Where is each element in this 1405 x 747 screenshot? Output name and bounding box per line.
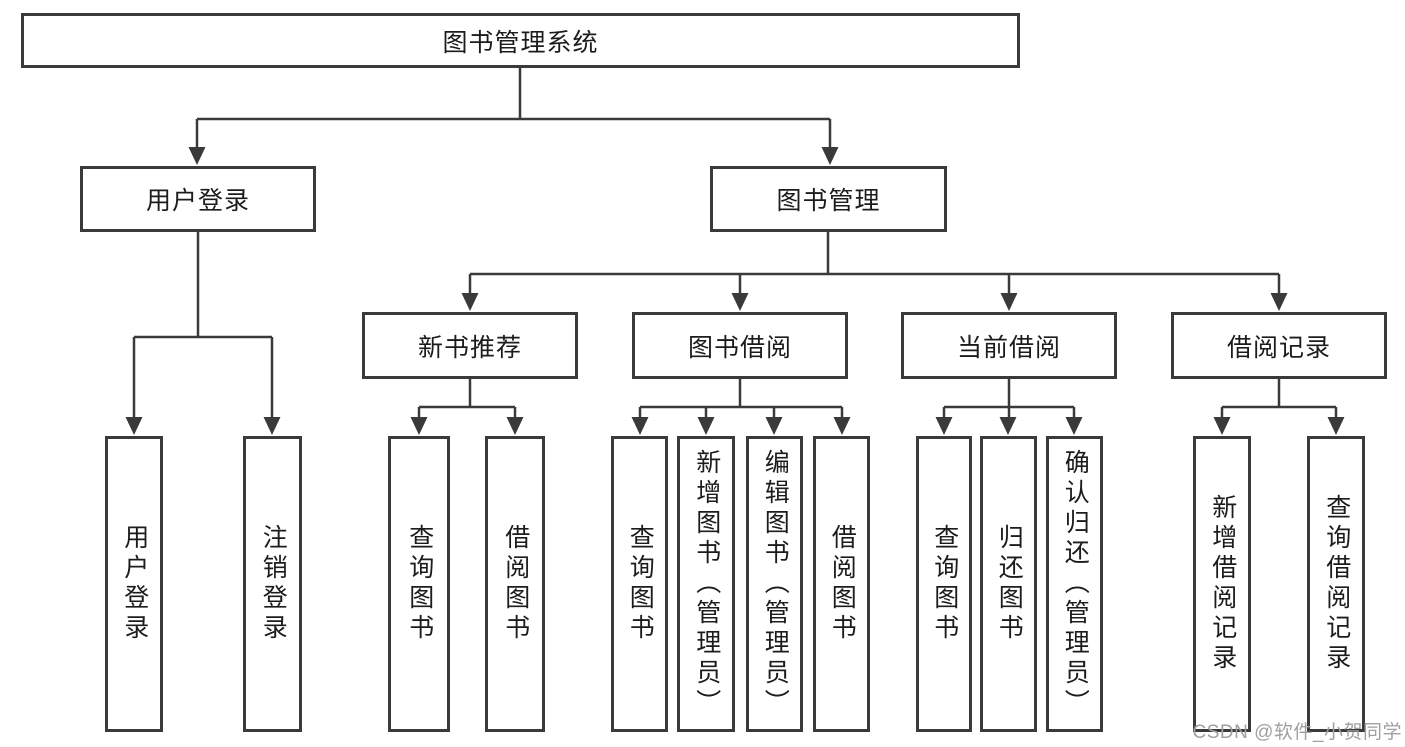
arrow-down-icon	[188, 147, 206, 165]
node-new-book-recommend: 新书推荐	[362, 312, 578, 379]
arrow-down-icon	[821, 147, 839, 165]
arrow-down-icon	[1000, 293, 1018, 311]
node-br-query-record: 查询借阅记录	[1307, 436, 1365, 732]
node-bb-borrow-books: 借阅图书	[813, 436, 870, 732]
node-nb-query-books: 查询图书	[388, 436, 450, 732]
node-br-add-record: 新增借阅记录	[1193, 436, 1251, 732]
node-user-login: 用户登录	[80, 166, 316, 232]
node-bb-query-books: 查询图书	[611, 436, 668, 732]
csdn-watermark: CSDN @软件_小贺同学	[1192, 722, 1402, 743]
arrow-down-icon	[125, 417, 143, 435]
arrow-down-icon	[506, 417, 524, 435]
node-current-borrow: 当前借阅	[901, 312, 1117, 379]
arrow-down-icon	[631, 417, 649, 435]
arrow-down-icon	[1065, 417, 1083, 435]
tree-connector-paths	[132, 68, 1338, 421]
arrow-down-icon	[1270, 293, 1288, 311]
arrow-down-icon	[461, 293, 479, 311]
arrow-down-icon	[263, 417, 281, 435]
arrow-down-icons	[125, 147, 1345, 435]
arrow-down-icon	[833, 417, 851, 435]
arrow-down-icon	[1327, 417, 1345, 435]
node-nb-borrow-books: 借阅图书	[485, 436, 545, 732]
arrow-down-icon	[765, 417, 783, 435]
node-borrow-records: 借阅记录	[1171, 312, 1387, 379]
node-leaf-user-login: 用户登录	[105, 436, 163, 732]
node-leaf-logout: 注销登录	[243, 436, 302, 732]
node-bb-edit-books-admin: 编辑图书（管理员）	[746, 436, 803, 732]
arrow-down-icon	[1213, 417, 1231, 435]
node-cb-return-books: 归还图书	[980, 436, 1037, 732]
arrow-down-icon	[697, 417, 715, 435]
arrow-down-icon	[410, 417, 428, 435]
arrow-down-icon	[999, 417, 1017, 435]
arrow-down-icon	[731, 293, 749, 311]
node-bb-add-books-admin: 新增图书（管理员）	[677, 436, 735, 732]
node-root: 图书管理系统	[21, 13, 1020, 68]
arrow-down-icon	[935, 417, 953, 435]
node-cb-query-books: 查询图书	[916, 436, 972, 732]
node-book-borrow: 图书借阅	[632, 312, 848, 379]
node-book-management: 图书管理	[710, 166, 947, 232]
node-cb-confirm-return-admin: 确认归还（管理员）	[1046, 436, 1103, 732]
